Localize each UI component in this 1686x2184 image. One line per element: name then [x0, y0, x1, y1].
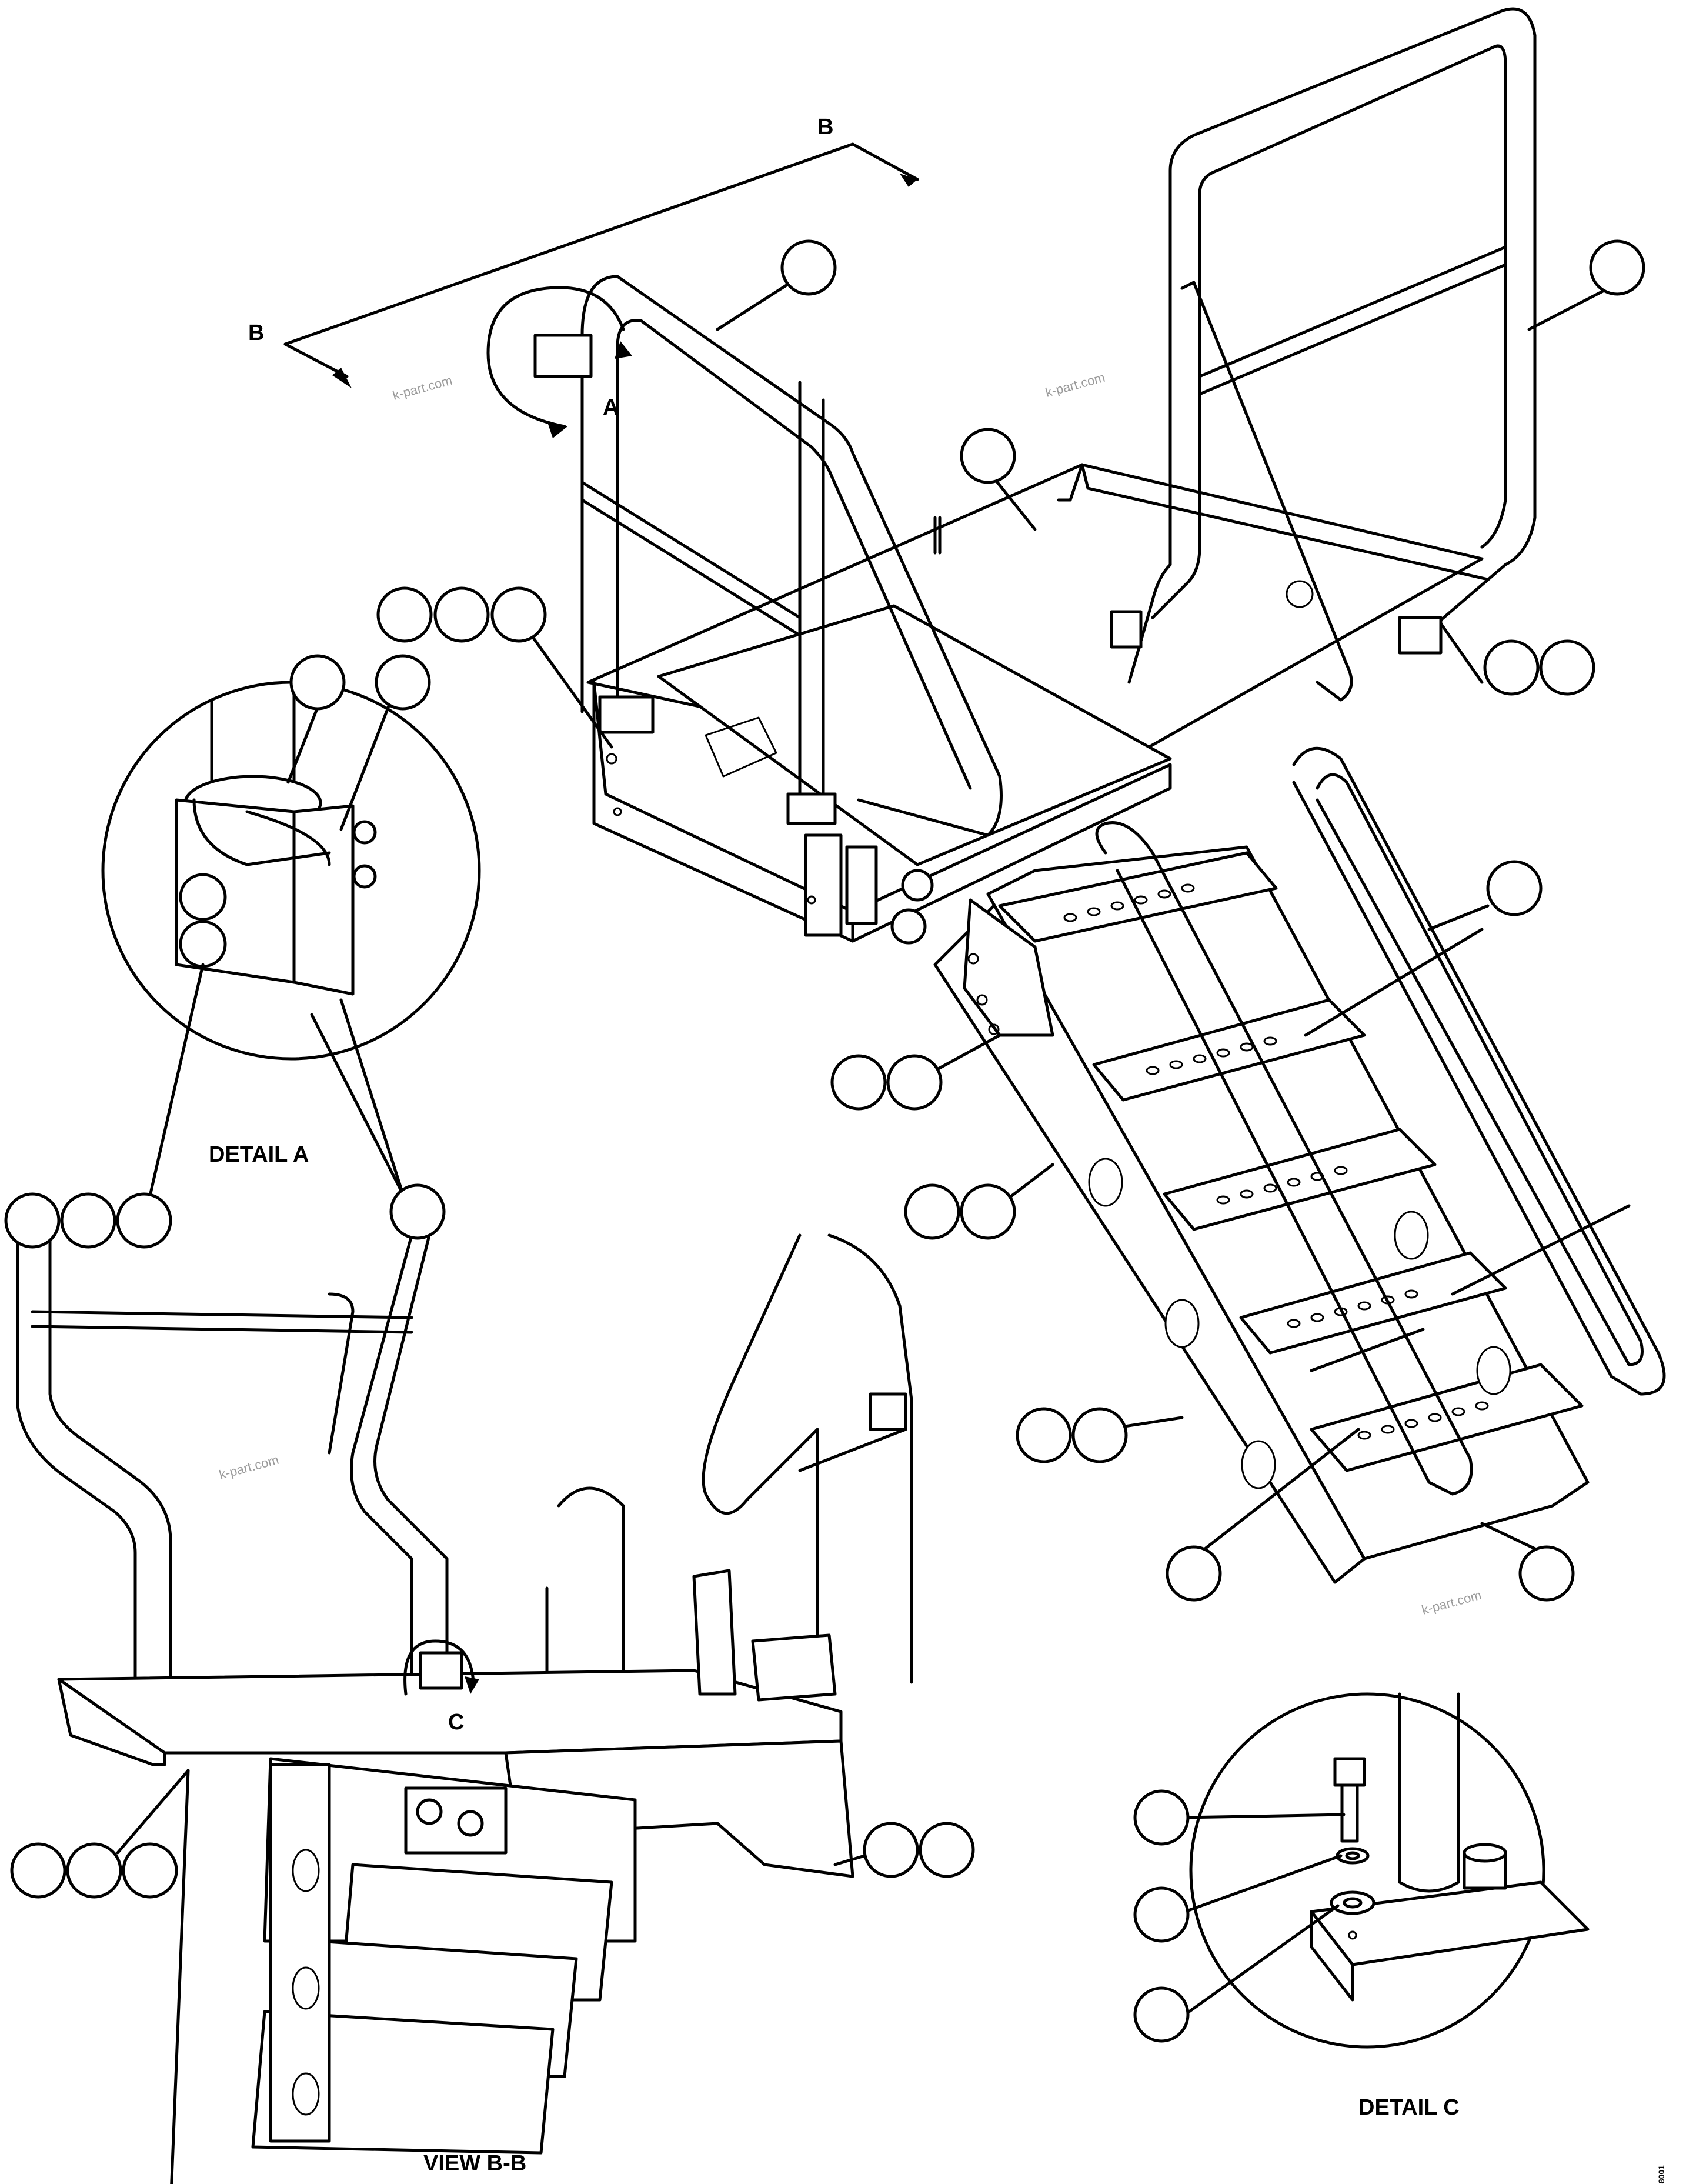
callout-balloon — [116, 1192, 172, 1249]
callout-balloon — [1589, 239, 1645, 296]
watermark: k-part.com — [1420, 1588, 1483, 1618]
view-bb-title: VIEW B-B — [423, 2151, 526, 2176]
callout-balloons — [4, 239, 1645, 2043]
callout-balloon — [1539, 639, 1595, 696]
watermark: k-part.com — [218, 1452, 281, 1482]
callout-balloon — [886, 1054, 943, 1111]
stair-step — [1092, 998, 1366, 1102]
platform-assembly: A — [486, 7, 1537, 945]
drawing-code: 68001 — [1657, 2165, 1666, 2184]
detail-c: DETAIL C — [1189, 1692, 1590, 2120]
callout-balloon — [863, 1822, 919, 1878]
callout-balloon — [389, 1183, 446, 1240]
callout-balloon — [1016, 1407, 1072, 1463]
detail-c-title: DETAIL C — [1358, 2095, 1460, 2120]
callout-balloon — [1071, 1407, 1128, 1463]
callout-balloon — [1166, 1545, 1222, 1602]
callout-balloon — [375, 654, 431, 711]
platform-box — [592, 681, 1172, 943]
callout-balloon — [1486, 860, 1543, 916]
callout-balloon — [960, 1183, 1016, 1240]
stair-assembly — [933, 746, 1666, 1584]
callout-balloon — [1133, 1886, 1190, 1943]
callout-balloon — [433, 586, 490, 643]
callout-balloon — [780, 239, 837, 296]
callout-balloon — [1133, 1789, 1190, 1846]
watermark: k-part.com — [391, 373, 454, 403]
callout-balloon — [60, 1192, 116, 1249]
stair-step — [1239, 1251, 1507, 1355]
stair-handrail — [1095, 821, 1473, 1496]
callout-balloon — [904, 1183, 960, 1240]
callout-balloon — [10, 1842, 66, 1899]
section-label-b-left: B — [248, 321, 264, 345]
callout-balloon — [919, 1822, 975, 1878]
detail-a-view-circle — [486, 286, 625, 428]
callout-balloon — [830, 1054, 887, 1111]
callout-balloon — [289, 654, 346, 711]
callout-balloon — [1483, 639, 1540, 696]
callout-balloon — [960, 428, 1016, 484]
stair-step — [1310, 1363, 1584, 1472]
stair-step — [1163, 1128, 1437, 1231]
callout-balloon — [1518, 1545, 1575, 1602]
section-label-b-top: B — [817, 115, 833, 139]
watermark: k-part.com — [1044, 370, 1107, 400]
view-b-b: C VIEW B-B — [16, 1233, 913, 2176]
handrail-left — [580, 275, 1003, 837]
callout-balloon — [376, 586, 433, 643]
callout-balloon — [122, 1842, 178, 1899]
detail-c-marker: C — [448, 1710, 464, 1735]
detail-a-title: DETAIL A — [209, 1142, 309, 1167]
detail-a: DETAIL A — [101, 681, 481, 1167]
detail-c-view-circle — [403, 1639, 475, 1696]
detail-c-circle — [1189, 1692, 1545, 2049]
callout-balloon — [66, 1842, 122, 1899]
callout-balloon — [1133, 1986, 1190, 2043]
callout-balloon — [490, 586, 547, 643]
callout-balloon — [4, 1192, 61, 1249]
handrail-right — [1127, 7, 1537, 684]
section-line-b-b: B B — [248, 115, 919, 388]
detail-a-marker: A — [603, 395, 619, 420]
